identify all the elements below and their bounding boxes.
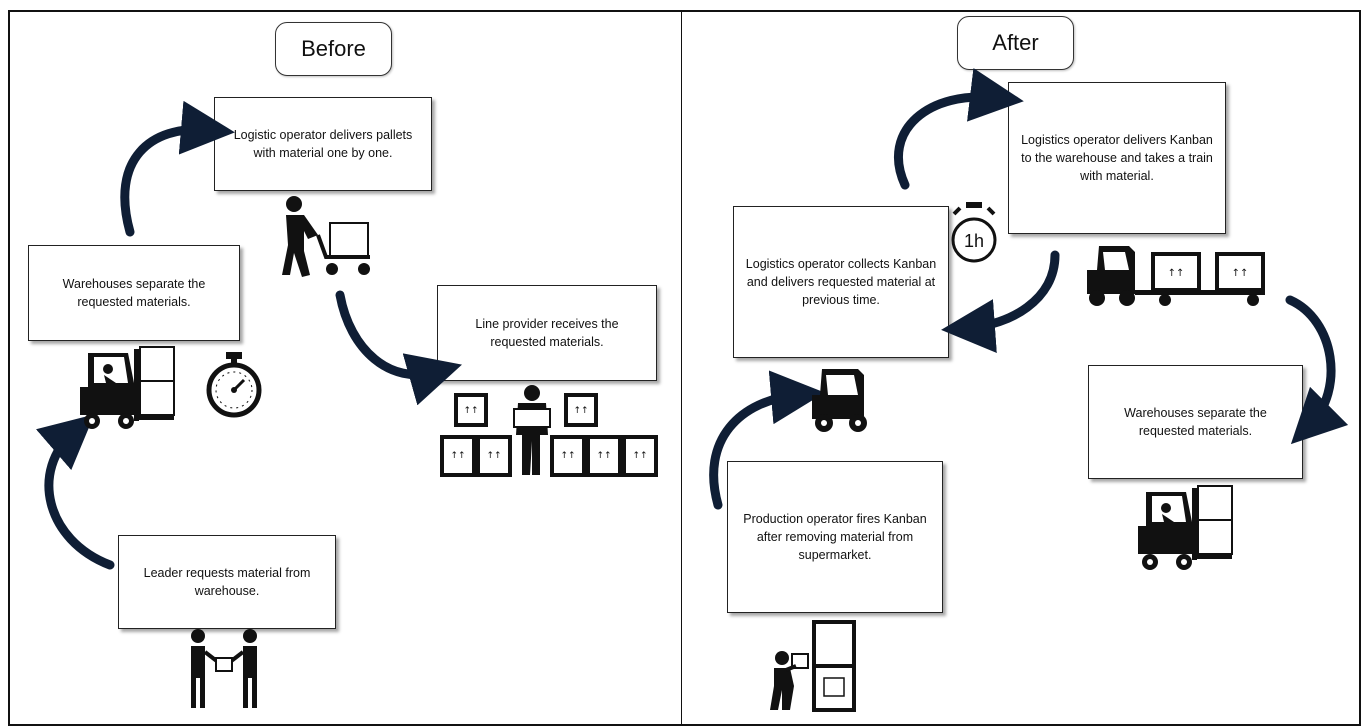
step-fire-kanban: Production operator fires Kanban after r…	[727, 461, 943, 613]
step-kanban-delivered: Logistics operator delivers Kanban to th…	[1008, 82, 1226, 234]
stopwatch-icon	[206, 352, 262, 418]
step-warehouse-separates-after: Warehouses separate the requested materi…	[1088, 365, 1303, 479]
svg-text:↑↑: ↑↑	[1168, 268, 1185, 279]
arrow-request-to-warehouse	[35, 414, 115, 570]
step-collect-kanban: Logistics operator collects Kanban and d…	[733, 206, 949, 358]
arrow-collect-to-kanban	[894, 68, 1024, 190]
svg-text:↑↑: ↑↑	[632, 451, 647, 461]
arrow-timer-to-collect	[941, 250, 1060, 353]
svg-text:↑↑: ↑↑	[450, 451, 465, 461]
arrow-train-to-separate	[1285, 295, 1349, 445]
timer-label: 1h	[964, 231, 984, 251]
forklift-after-icon	[1138, 485, 1233, 570]
before-title: Before	[275, 22, 392, 76]
svg-text:↑↑: ↑↑	[486, 451, 501, 461]
svg-text:↑↑: ↑↑	[596, 451, 611, 461]
arrow-warehouse-to-deliver	[120, 100, 235, 237]
tugger-train-icon: ↑↑ ↑↑	[1087, 246, 1265, 306]
svg-text:↑↑: ↑↑	[573, 406, 588, 416]
svg-text:↑↑: ↑↑	[1232, 268, 1249, 279]
tugger-cart-icon	[812, 369, 867, 432]
step-deliver-pallets: Logistic operator delivers pallets with …	[214, 97, 432, 191]
step-line-provider-receives: Line provider receives the requested mat…	[437, 285, 657, 381]
svg-text:↑↑: ↑↑	[463, 406, 478, 416]
after-title: After	[957, 16, 1074, 70]
worker-with-boxes-icon: ↑↑ ↑↑ ↑↑ ↑↑ ↑↑ ↑↑ ↑↑	[440, 385, 658, 477]
stopwatch-1h-icon: 1h	[951, 202, 997, 263]
arrow-fire-to-collect	[709, 370, 825, 510]
person-pushing-cart-icon	[282, 196, 370, 277]
forklift-icon	[80, 346, 175, 429]
step-warehouse-separates: Warehouses separate the requested materi…	[28, 245, 240, 341]
step-leader-requests: Leader requests material from warehouse.	[118, 535, 336, 629]
person-at-shelf-icon	[770, 620, 856, 712]
svg-text:↑↑: ↑↑	[560, 451, 575, 461]
people-handing-package-icon	[191, 629, 257, 708]
arrow-deliver-to-receive	[335, 290, 462, 406]
